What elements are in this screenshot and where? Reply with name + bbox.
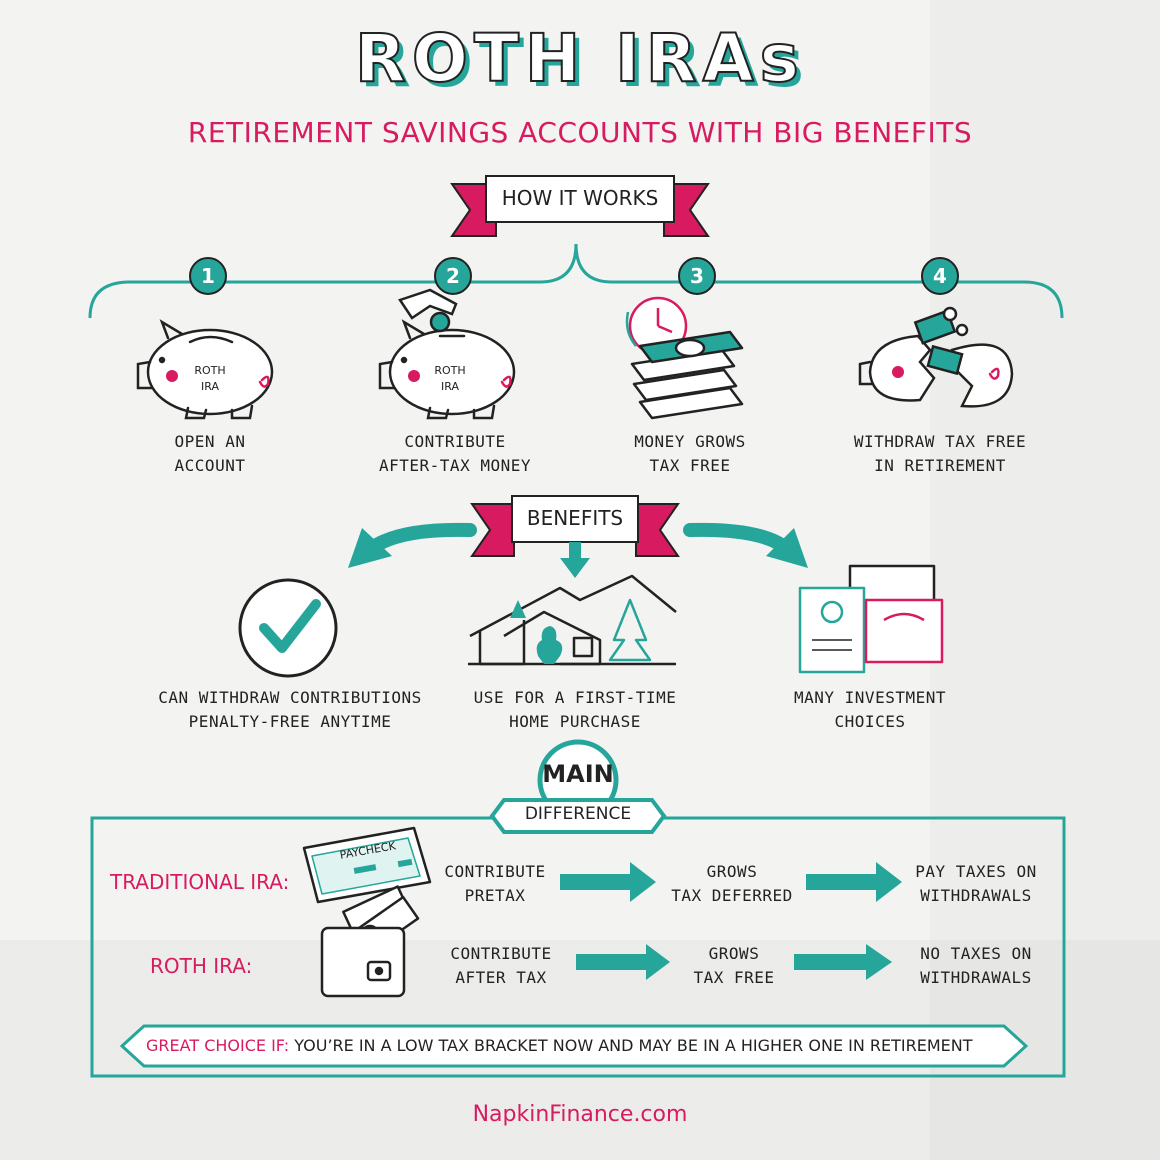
roth-step-1: CONTRIBUTE AFTER TAX <box>436 942 566 990</box>
benefit-2-caption: USE FOR A FIRST-TIME HOME PURCHASE <box>450 686 700 734</box>
traditional-ira-label: TRADITIONAL IRA: <box>110 870 290 894</box>
roth-step-1-line2: AFTER TAX <box>455 968 547 987</box>
benefit-2-caption-line2: HOME PURCHASE <box>509 712 641 731</box>
roth-step-3-line1: NO TAXES ON <box>920 944 1032 963</box>
step-2-caption-line1: CONTRIBUTE <box>404 432 506 451</box>
step-1-number: 1 <box>201 264 215 288</box>
traditional-step-2-line2: TAX DEFERRED <box>671 886 793 905</box>
piggy-1-text-ira: IRA <box>201 380 219 393</box>
great-choice-text: YOU’RE IN A LOW TAX BRACKET NOW AND MAY … <box>294 1036 973 1055</box>
wallet-icon <box>320 885 420 998</box>
great-choice-label: GREAT CHOICE IF: <box>146 1036 290 1055</box>
step-2-badge: 2 <box>434 257 472 295</box>
page-subtitle: RETIREMENT SAVINGS ACCOUNTS WITH BIG BEN… <box>187 116 973 149</box>
how-it-works-label: HOW IT WORKS <box>501 186 659 210</box>
traditional-step-1: CONTRIBUTE PRETAX <box>430 860 560 908</box>
benefit-3-caption: MANY INVESTMENT CHOICES <box>760 686 980 734</box>
step-3-caption: MONEY GROWS TAX FREE <box>590 430 790 478</box>
traditional-step-2-line1: GROWS <box>706 862 758 881</box>
broken-piggy-bank-icon <box>858 306 1014 408</box>
great-choice-banner <box>119 1024 1029 1068</box>
house-icon <box>468 574 677 666</box>
benefits-banner <box>470 495 680 557</box>
benefit-arrows <box>348 522 808 578</box>
clock-money-stack-icon <box>625 296 744 420</box>
benefit-3-caption-line1: MANY INVESTMENT <box>794 688 946 707</box>
hand-coin-piggy-bank-icon: ROTH IRA <box>378 288 516 420</box>
traditional-step-1-line1: CONTRIBUTE <box>444 862 546 881</box>
step-4-caption-line1: WITHDRAW TAX FREE <box>853 432 1027 451</box>
traditional-step-2: GROWS TAX DEFERRED <box>662 860 802 908</box>
piggy-2-text-ira: IRA <box>441 380 459 393</box>
piggy-1-text-roth: ROTH <box>194 364 225 377</box>
main-difference-top: MAIN <box>542 760 614 788</box>
step-1-badge: 1 <box>189 257 227 295</box>
benefit-1-caption: CAN WITHDRAW CONTRIBUTIONS PENALTY-FREE … <box>140 686 440 734</box>
paycheck-icon: PAYCHECK <box>302 826 432 904</box>
step-1-caption-line1: OPEN AN <box>174 432 246 451</box>
step-4-badge: 4 <box>921 257 959 295</box>
great-choice-row: GREAT CHOICE IF: YOU’RE IN A LOW TAX BRA… <box>146 1036 1016 1055</box>
benefits-label: BENEFITS <box>526 506 624 530</box>
certificates-icon <box>798 564 944 674</box>
step-1-caption: OPEN AN ACCOUNT <box>110 430 310 478</box>
traditional-step-3: PAY TAXES ON WITHDRAWALS <box>908 860 1044 908</box>
step-3-badge: 3 <box>678 257 716 295</box>
main-difference-badge <box>489 739 667 834</box>
step-3-caption-line1: MONEY GROWS <box>634 432 746 451</box>
roth-step-2-line1: GROWS <box>708 944 760 963</box>
footer-website[interactable]: NapkinFinance.com <box>472 1102 688 1127</box>
traditional-step-3-line2: WITHDRAWALS <box>920 886 1032 905</box>
step-4-caption: WITHDRAW TAX FREE IN RETIREMENT <box>820 430 1060 478</box>
step-3-number: 3 <box>690 264 704 288</box>
step-4-number: 4 <box>933 264 947 288</box>
roth-step-3-line2: WITHDRAWALS <box>920 968 1032 987</box>
checkmark-icon <box>238 578 338 678</box>
comparison-arrows <box>560 862 902 980</box>
step-1-caption-line2: ACCOUNT <box>174 456 246 475</box>
benefit-2-caption-line1: USE FOR A FIRST-TIME <box>473 688 677 707</box>
roth-step-3: NO TAXES ON WITHDRAWALS <box>906 942 1046 990</box>
steps-bracket <box>88 243 1064 319</box>
main-difference-bottom: DIFFERENCE <box>524 804 632 824</box>
how-it-works-banner <box>450 175 710 237</box>
roth-step-1-line1: CONTRIBUTE <box>450 944 552 963</box>
step-4-caption-line2: IN RETIREMENT <box>874 456 1006 475</box>
benefit-1-caption-line2: PENALTY-FREE ANYTIME <box>188 712 392 731</box>
traditional-step-1-line2: PRETAX <box>464 886 526 905</box>
piggy-2-text-roth: ROTH <box>434 364 465 377</box>
benefit-1-caption-line1: CAN WITHDRAW CONTRIBUTIONS <box>158 688 422 707</box>
traditional-step-3-line1: PAY TAXES ON <box>915 862 1037 881</box>
roth-step-2-line2: TAX FREE <box>693 968 775 987</box>
page-title: ROTH IRAs <box>354 19 805 98</box>
roth-ira-label: ROTH IRA: <box>150 954 253 978</box>
step-2-caption: CONTRIBUTE AFTER-TAX MONEY <box>340 430 570 478</box>
step-2-number: 2 <box>446 264 460 288</box>
step-2-caption-line2: AFTER-TAX MONEY <box>379 456 531 475</box>
roth-step-2: GROWS TAX FREE <box>676 942 792 990</box>
benefit-3-caption-line2: CHOICES <box>834 712 906 731</box>
piggy-bank-icon: ROTH IRA <box>136 319 274 420</box>
step-3-caption-line2: TAX FREE <box>649 456 731 475</box>
difference-frame <box>90 816 1066 1078</box>
